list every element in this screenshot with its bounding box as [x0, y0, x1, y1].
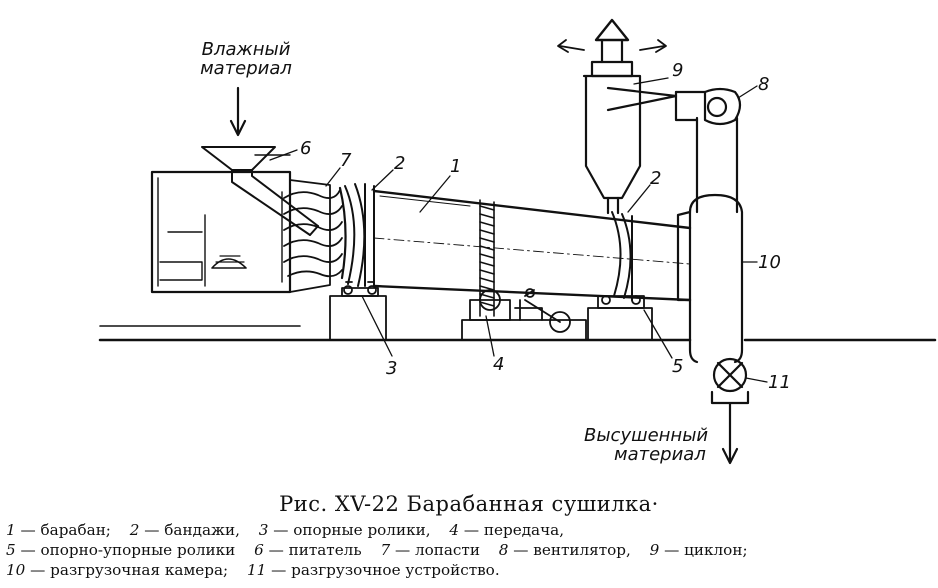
callout-3: 3 [386, 358, 398, 379]
feeder [201, 146, 319, 236]
callout-11: 11 [768, 372, 791, 393]
tyre-left [344, 183, 375, 287]
legend-item-3: 3 — опорные ролики, [258, 521, 431, 539]
legend-line-1: 1 — барабан; 2 — бандажи, 3 — опорные ро… [6, 520, 932, 540]
legend-item-8: 8 — вентилятор, [498, 541, 631, 559]
legend-item-11: 11 — разгрузочное устройство. [246, 561, 500, 579]
callout-2-right: 2 [650, 168, 662, 189]
callout-5: 5 [672, 356, 684, 377]
callout-8: 8 [758, 74, 770, 95]
input-label-line-2: материал [200, 58, 292, 79]
loading-chamber [150, 170, 331, 294]
dryer-diagram [98, 18, 937, 465]
callout-4: 4 [493, 354, 505, 375]
input-label: Влажный материал [186, 40, 306, 78]
cyclone [559, 18, 678, 215]
callout-9: 9 [672, 60, 684, 81]
legend-item-6: 6 — питатель [254, 541, 362, 559]
tyre-right [611, 211, 633, 301]
legend-item-2: 2 — бандажи, [129, 521, 240, 539]
output-label-line-2: материал [614, 444, 706, 465]
legend-item-1: 1 — барабан; [6, 521, 111, 539]
legend-item-9: 9 — циклон; [649, 541, 748, 559]
figure-legend: 1 — барабан; 2 — бандажи, 3 — опорные ро… [6, 520, 932, 580]
support-rollers-left [329, 281, 387, 341]
leader-lines [269, 77, 768, 383]
input-label-line-1: Влажный [201, 39, 291, 60]
discharge-chamber [676, 116, 744, 364]
callout-7: 7 [340, 150, 352, 171]
output-label: Высушенный материал [584, 426, 708, 464]
legend-item-7: 7 — лопасти [380, 541, 480, 559]
drum [372, 189, 692, 302]
drive-unit [461, 288, 587, 341]
figure-caption: Рис. XV-22 Барабанная сушилка· [279, 492, 659, 516]
legend-item-5: 5 — опорно-упорные ролики [6, 541, 236, 559]
sluice-feeder [710, 357, 750, 405]
legend-item-4: 4 — передача, [449, 521, 565, 539]
girth-gear [479, 199, 495, 317]
output-label-line-1: Высушенный [584, 425, 709, 446]
legend-item-10: 10 — разгрузочная камера; [6, 561, 229, 579]
fan [674, 87, 742, 126]
callout-10: 10 [758, 252, 781, 273]
callout-6: 6 [300, 138, 312, 159]
callout-2-left: 2 [394, 153, 406, 174]
legend-line-2: 5 — опорно-упорные ролики 6 — питатель 7… [6, 540, 932, 560]
legend-line-3: 10 — разгрузочная камера; 11 — разгрузоч… [6, 560, 932, 580]
blades [281, 186, 347, 283]
callout-1: 1 [450, 156, 462, 177]
thrust-rollers [587, 295, 653, 341]
